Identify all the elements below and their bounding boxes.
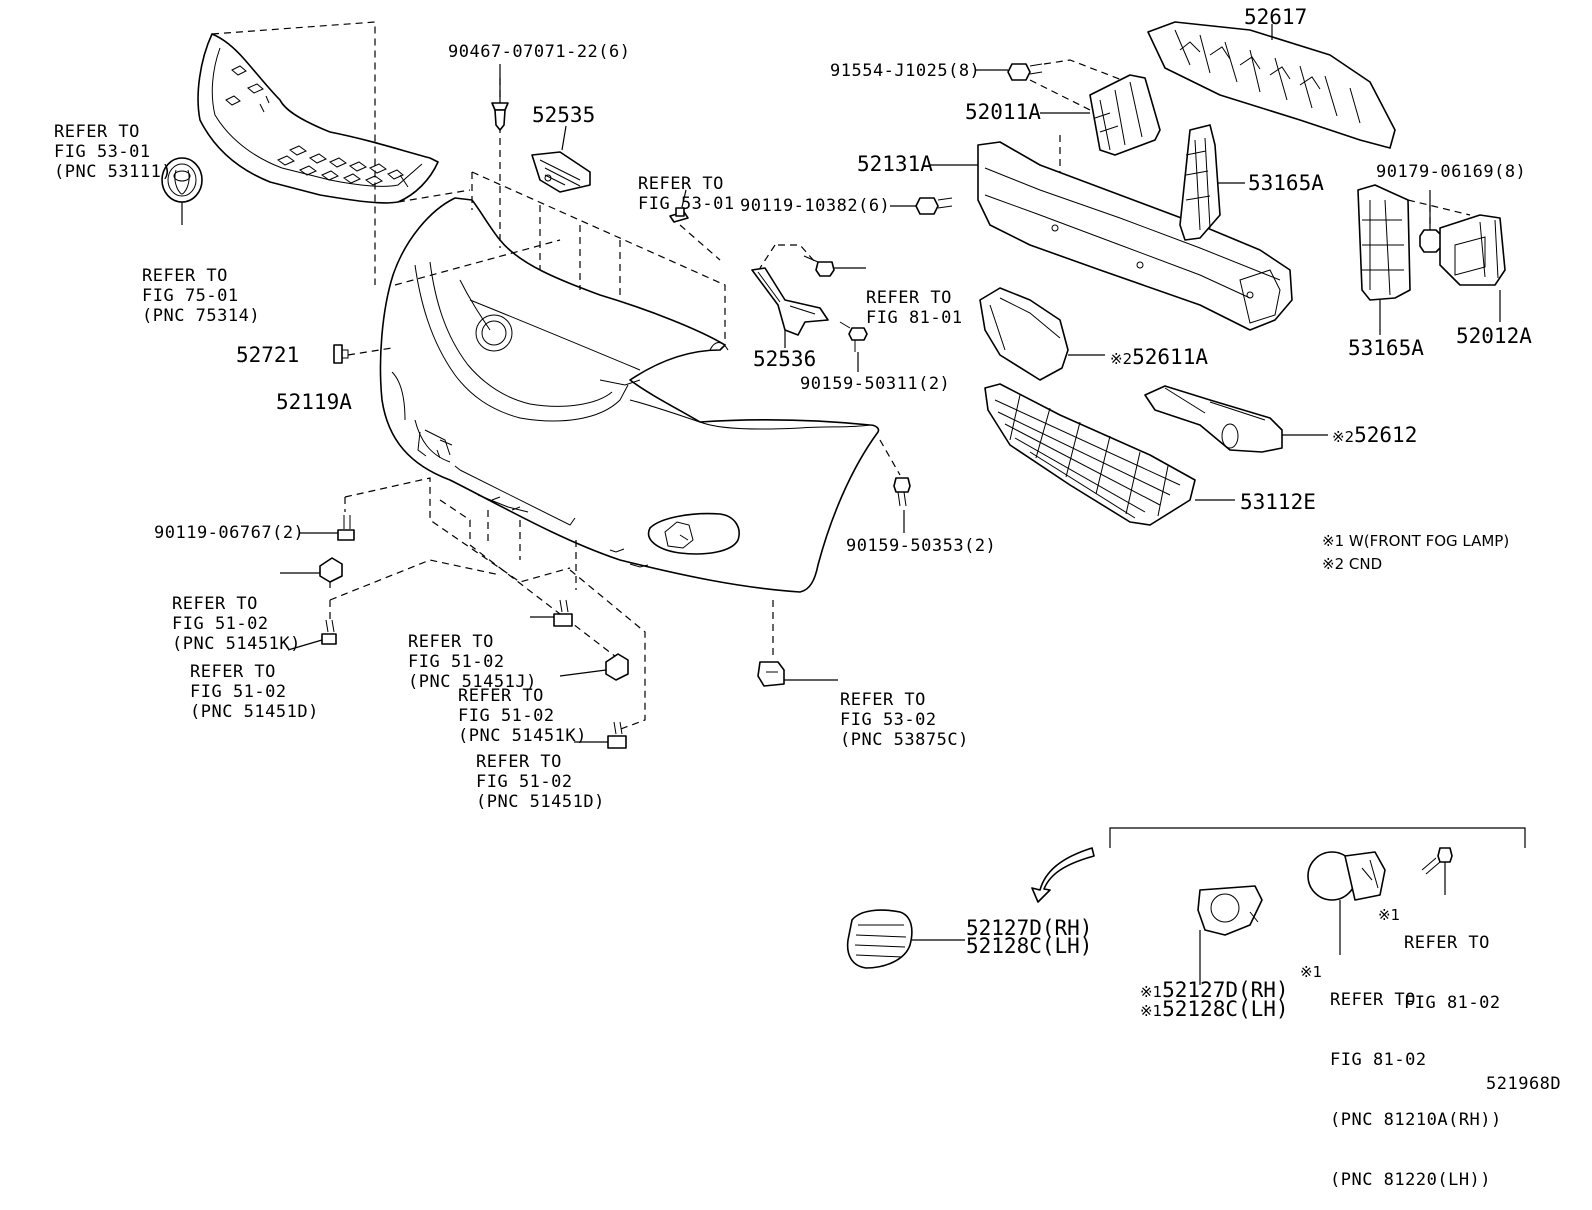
radiator-grille [197, 33, 439, 204]
screw-51451j [530, 599, 573, 627]
absorber-52617 [1147, 21, 1396, 149]
mark-2: ※2 [1110, 350, 1133, 368]
fog-lamp-cover-blank [846, 909, 965, 969]
bracket-53165A-b [1357, 184, 1411, 335]
bracket-52011A [1040, 74, 1161, 156]
screw-90159-50311 [839, 321, 868, 372]
clip-53875c [757, 661, 838, 687]
part-90119-06767: 90119-06767(2) [154, 523, 305, 543]
part-52535: 52535 [532, 103, 596, 127]
part-52536: 52536 [753, 347, 817, 371]
reinforcement-52131A [930, 141, 1293, 331]
clip-53-01 [669, 189, 689, 223]
part-52128C-a: 52128C(LH) [966, 934, 1093, 958]
screw-51451d-b [574, 721, 627, 749]
part-53165A-b: 53165A [1348, 336, 1424, 360]
spacer-52612 [1144, 385, 1328, 453]
retainer-51451k-a [280, 557, 343, 583]
bracket-52536 [751, 267, 829, 348]
arrow-icon [1031, 847, 1095, 903]
part-52119A: 52119A [276, 390, 352, 414]
clip-90467 [491, 64, 509, 131]
part-52011A: 52011A [965, 100, 1041, 124]
nut-90179 [1419, 190, 1443, 253]
clip-52721 [333, 344, 393, 364]
part-90467: 90467-07071-22(6) [448, 42, 631, 62]
part-52128C-b: ※152128C(LH) [1140, 997, 1289, 1021]
part-52131A: 52131A [857, 152, 933, 176]
part-90159-50311: 90159-50311(2) [800, 374, 951, 394]
diagram-id: 521968D [1486, 1074, 1562, 1094]
fog-lamp [1307, 851, 1386, 955]
retainer-51451k-b [559, 653, 629, 681]
part-53112E: 53112E [1240, 490, 1316, 514]
part-52012A: 52012A [1456, 324, 1532, 348]
part-52612: ※252612 [1332, 423, 1418, 447]
emblem [161, 157, 203, 225]
note-fog-lamp: ※1 W(FRONT FOG LAMP) [1322, 532, 1510, 550]
part-53165A-a: 53165A [1248, 171, 1324, 195]
part-52611A: ※252611A [1110, 345, 1208, 369]
parts-diagram [161, 21, 1526, 985]
bolt-90119-06767 [300, 515, 355, 541]
part-52127D-b: ※152127D(RH) [1140, 978, 1289, 1002]
bolt-90119-10382 [890, 197, 953, 215]
bolt-91554 [975, 63, 1043, 81]
part-52617: 52617 [1244, 5, 1308, 29]
part-90179: 90179-06169(8) [1376, 162, 1527, 182]
part-90119-10382: 90119-10382(6) [740, 196, 891, 216]
spacer-52611A [979, 287, 1105, 381]
screw-81-01 [803, 255, 866, 277]
bracket-52012A [1439, 214, 1506, 322]
part-52127D-a: 52127D(RH) [966, 916, 1093, 940]
part-52721: 52721 [236, 343, 300, 367]
note-cnd: ※2 CND [1322, 555, 1383, 573]
screw-90159-50353 [893, 477, 911, 533]
bumper-cover [379, 197, 880, 593]
bracket-53165A-a [1179, 124, 1245, 241]
screw-51451d-a [287, 619, 337, 651]
fog-lamp-screw [1421, 847, 1453, 895]
lower-grille-53112E [984, 383, 1235, 526]
mark-2: ※2 [1332, 428, 1355, 446]
part-90159-50353: 90159-50353(2) [846, 536, 997, 556]
fog-lamp-cover [1197, 885, 1263, 985]
bracket-52535 [531, 125, 591, 193]
part-91554: 91554-J1025(8) [830, 61, 981, 81]
